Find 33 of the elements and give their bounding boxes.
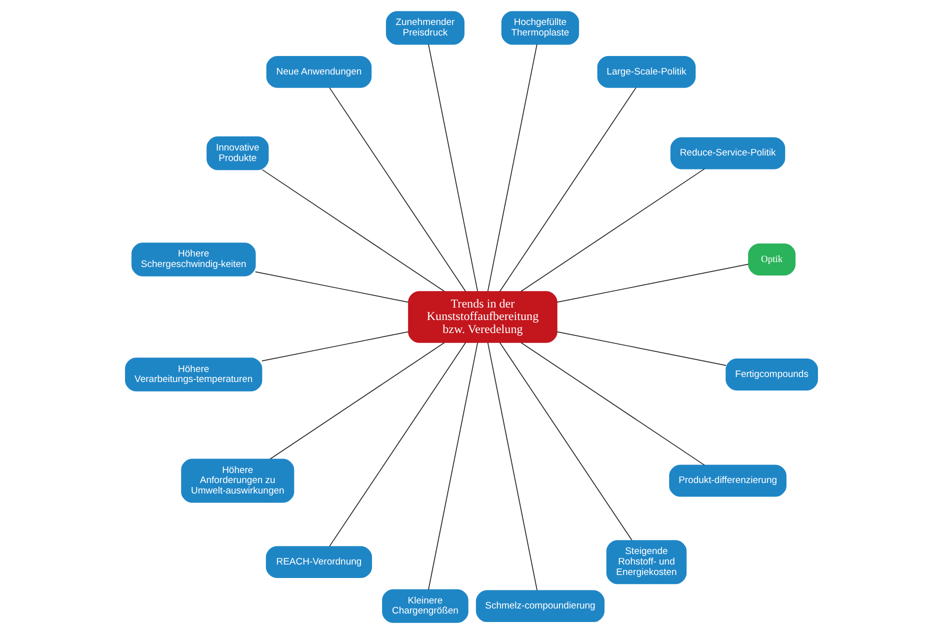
node-box: REACH-Verordnung: [266, 546, 372, 578]
connector: [270, 342, 445, 460]
connector: [487, 342, 538, 591]
connector: [556, 331, 726, 366]
connector: [556, 264, 749, 303]
connector: [428, 342, 478, 590]
node-box: Fertigcompounds: [726, 358, 818, 390]
node-box: Steigende Rohstoff- und Energiekosten: [606, 540, 687, 584]
connector: [499, 87, 636, 292]
connector: [428, 44, 478, 292]
node-box: Produkt-differenzierung: [669, 464, 786, 497]
connector: [329, 87, 466, 292]
connector: [254, 271, 409, 303]
connector: [261, 331, 409, 362]
node-box: Höhere Schergeschwindig-keiten: [132, 242, 256, 276]
node-box: Trends in der Kunststoffaufbereitung bzw. Veredelung: [408, 291, 558, 343]
connector: [520, 342, 705, 466]
node-box: Höhere Verarbeitungs-temperaturen: [125, 358, 262, 392]
node-box: Höhere Anforderungen zu Umwelt-auswirkungen: [181, 458, 294, 503]
node-box: Hochgefüllte Thermoplaste: [501, 11, 580, 45]
node-box: Kleinere Chargengrößen: [382, 589, 468, 623]
connector: [520, 168, 705, 292]
node-box: Zunehmender Preisdruck: [386, 11, 464, 45]
connector: [262, 169, 445, 292]
node-box: Neue Anwendungen: [266, 56, 372, 88]
node-box: Schmelz-compoundierung: [476, 590, 604, 622]
connector: [487, 44, 538, 292]
node-box: Reduce-Service-Politik: [670, 137, 786, 170]
connector: [499, 342, 632, 541]
node-box: Optik: [748, 244, 796, 276]
node-box: Innovative Produkte: [206, 136, 269, 170]
node-box: Large-Scale-Politik: [597, 56, 696, 88]
connector: [329, 342, 466, 547]
